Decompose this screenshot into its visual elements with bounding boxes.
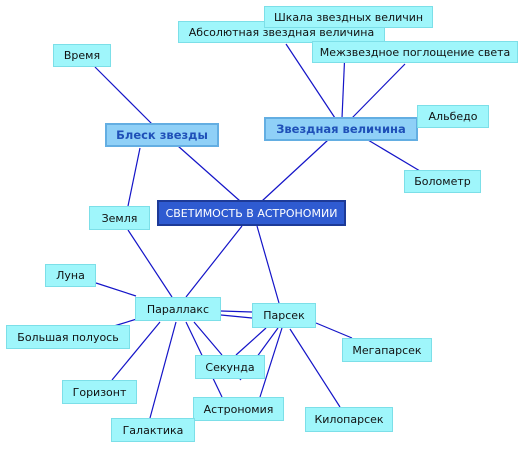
link-center-parallaks [185,225,243,298]
link-parsek-megaparsek [315,322,353,339]
link-center-parsek [256,225,280,304]
link-blesk-zemlya [127,147,141,207]
link-mezhzvezd-velichina [351,63,406,119]
node-parsek: Парсек [252,303,316,328]
link-luna-parallaks [95,282,137,297]
node-luna: Луна [45,264,96,287]
node-zvezdnaya-velichina: Звездная величина [264,117,418,141]
link-absolyut-velichina [285,43,336,119]
link-parsek-astronomiya [259,327,283,398]
node-gorizont: Горизонт [62,380,137,404]
node-vremya: Время [53,44,111,67]
link-blesk-center [177,145,241,202]
node-center-svetimost: СВЕТИМОСТЬ В АСТРОНОМИИ [157,200,346,226]
node-kiloparsek: Килопарсек [305,407,393,432]
node-sekunda: Секунда [195,355,265,379]
node-zemlya: Земля [89,206,150,230]
node-mezhzvezdnoe-pogloshchenie: Межзвездное поглощение света [312,41,518,63]
link-parallaks-parsek-1 [220,310,253,313]
node-albedo: Альбедо [417,105,489,128]
link-vremya-blesk [94,66,153,125]
node-galaktika: Галактика [111,418,195,442]
node-astronomiya: Астрономия [193,397,284,421]
link-parallaks-gorizont [111,321,161,381]
node-megaparsek: Мегапарсек [342,338,432,362]
link-parsek-kiloparsek [289,328,341,408]
link-parallaks-sekunda [193,321,223,356]
node-bolometr: Болометр [404,170,481,193]
link-parallaks-parsek-2 [220,314,253,319]
node-bolshaya-poluos: Большая полуось [6,325,130,349]
link-zemlya-parallaks [127,229,173,298]
node-shkala-zvezdnyh-velichin: Шкала звездных величин [264,6,433,28]
link-parsek-sekunda-1 [235,327,267,356]
link-parallaks-galaktika [149,321,177,419]
node-parallaks: Параллакс [135,297,221,321]
link-velichina-center [261,139,329,202]
link-bolometr-velichina [367,139,421,172]
node-blesk-zvezdy: Блеск звезды [105,123,219,147]
